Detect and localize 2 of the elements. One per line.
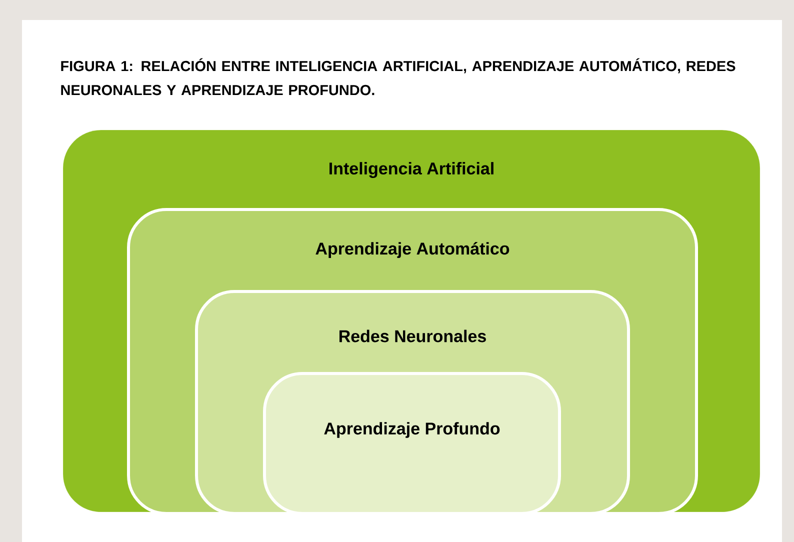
figure-title: FIGURA 1: RELACIÓN ENTRE INTELIGENCIA ARTIFICIAL, APRENDIZAJE AUTOMÁTICO, REDES NEURONALES Y APRENDIZAJE PROFUNDO. <box>61 58 736 96</box>
nested-box: Aprendizaje Profundo <box>263 372 561 515</box>
